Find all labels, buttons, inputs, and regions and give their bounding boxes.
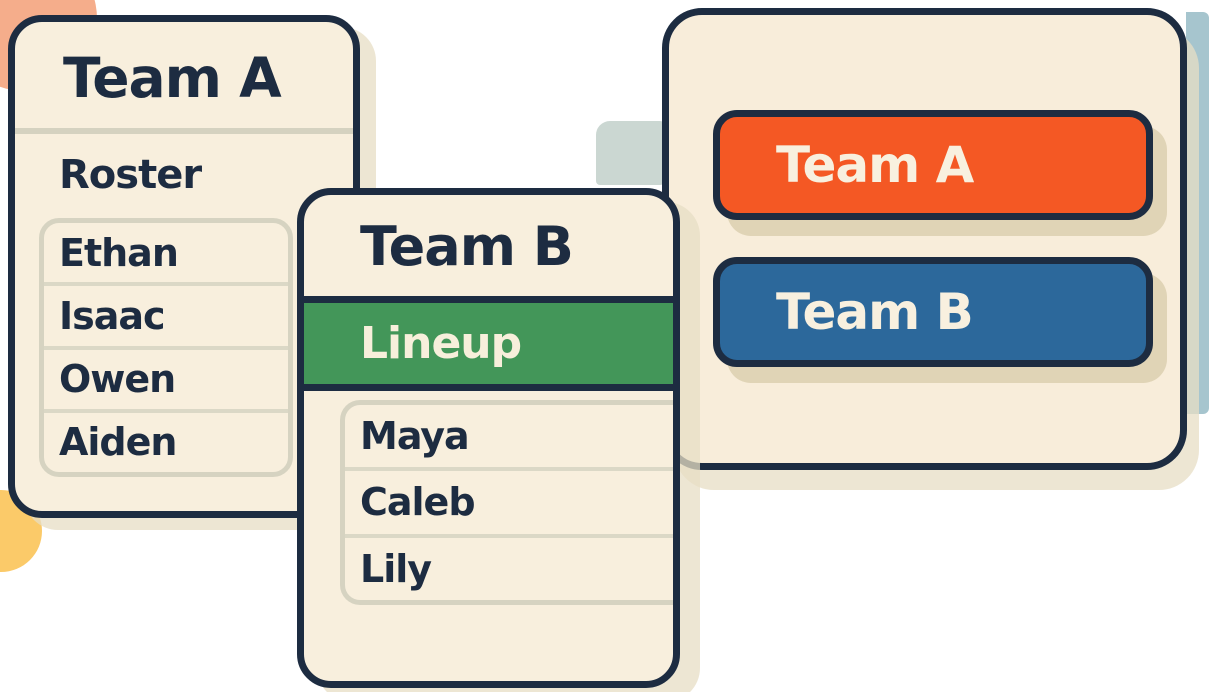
blue-strip-decoration bbox=[1186, 12, 1209, 414]
roster-list: Ethan Isaac Owen Aiden bbox=[39, 218, 293, 477]
list-item[interactable]: Owen bbox=[44, 345, 288, 409]
team-b-panel: Team B Lineup Maya Caleb Lily bbox=[297, 188, 680, 688]
team-b-panel-title: Team B bbox=[360, 215, 574, 278]
team-a-button[interactable]: Team A bbox=[713, 110, 1153, 220]
list-item[interactable]: Lily bbox=[345, 533, 673, 600]
lineup-section-label: Lineup bbox=[360, 318, 522, 369]
list-item[interactable]: Caleb bbox=[345, 467, 673, 533]
bluegray-patch-decoration bbox=[596, 121, 664, 185]
header-divider bbox=[15, 128, 353, 134]
lineup-selected-band[interactable]: Lineup bbox=[304, 296, 673, 391]
team-select-panel: Team A Team B bbox=[662, 8, 1187, 470]
list-item[interactable]: Isaac bbox=[44, 282, 288, 345]
list-item[interactable]: Ethan bbox=[59, 230, 179, 275]
list-item[interactable]: Aiden bbox=[44, 408, 288, 472]
lineup-list: Maya Caleb Lily bbox=[340, 400, 673, 605]
roster-section-label: Roster bbox=[59, 152, 202, 198]
list-item[interactable]: Maya bbox=[360, 414, 470, 459]
team-b-button[interactable]: Team B bbox=[713, 257, 1153, 367]
team-a-panel-title: Team A bbox=[63, 46, 282, 110]
